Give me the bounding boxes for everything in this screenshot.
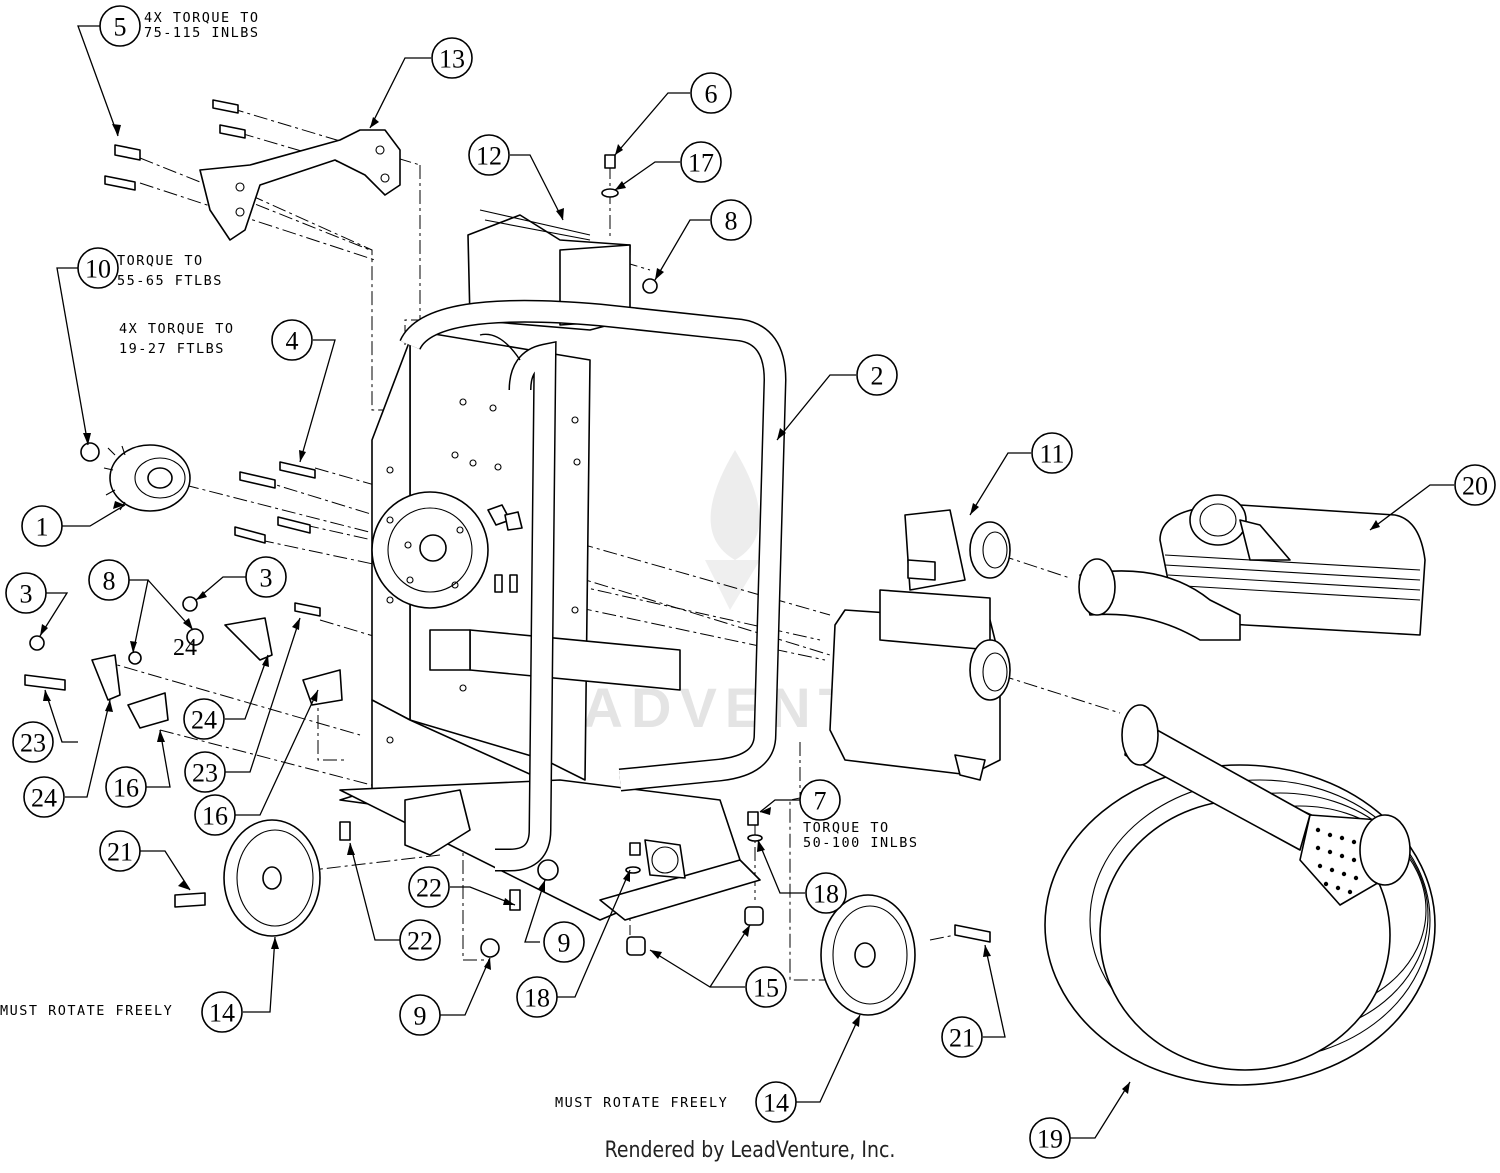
callout-24-small: 24 bbox=[173, 635, 197, 661]
svg-text:23: 23 bbox=[20, 729, 46, 758]
callout-15: 15 bbox=[745, 966, 787, 1008]
callout-7: 7 bbox=[799, 779, 841, 821]
callout-18-right: 18 bbox=[805, 872, 847, 914]
svg-text:14: 14 bbox=[209, 999, 235, 1028]
note-5-line2: 75-115 INLBS bbox=[144, 25, 260, 41]
svg-text:2: 2 bbox=[871, 362, 884, 391]
nuts-and-washers bbox=[29, 188, 764, 958]
callout-21-left: 21 bbox=[99, 830, 141, 872]
callout-17: 17 bbox=[680, 141, 722, 183]
callout-9-mid: 9 bbox=[543, 921, 585, 963]
discharge-hose bbox=[1078, 494, 1426, 641]
render-credit: Rendered by LeadVenture, Inc. bbox=[604, 1138, 896, 1163]
callout-22-low: 22 bbox=[399, 919, 441, 961]
svg-text:16: 16 bbox=[113, 774, 139, 803]
callout-2: 2 bbox=[856, 354, 898, 396]
svg-text:4: 4 bbox=[286, 327, 299, 356]
note-10-line1: TORQUE TO bbox=[117, 253, 204, 269]
callout-14-left: 14 bbox=[201, 991, 243, 1033]
callout-16-right: 16 bbox=[194, 794, 236, 836]
svg-text:18: 18 bbox=[524, 984, 550, 1013]
note-rotate-right: MUST ROTATE FREELY bbox=[555, 1095, 728, 1111]
svg-text:21: 21 bbox=[107, 838, 133, 867]
svg-text:7: 7 bbox=[814, 787, 827, 816]
svg-text:24: 24 bbox=[31, 784, 57, 813]
callout-23-left: 23 bbox=[12, 721, 54, 763]
roll-cage-tube bbox=[399, 299, 787, 872]
svg-text:14: 14 bbox=[763, 1089, 789, 1118]
callout-3-left: 3 bbox=[5, 572, 47, 614]
callout-8-top: 8 bbox=[710, 199, 752, 241]
suction-hose bbox=[1044, 704, 1436, 1086]
callout-11: 11 bbox=[1031, 432, 1073, 474]
svg-text:3: 3 bbox=[260, 564, 273, 593]
svg-text:13: 13 bbox=[439, 45, 465, 74]
drive-pulley bbox=[103, 444, 191, 512]
tie-down-ring bbox=[644, 839, 686, 879]
svg-text:22: 22 bbox=[407, 927, 433, 956]
callout-1: 1 bbox=[21, 505, 63, 547]
svg-text:3: 3 bbox=[20, 580, 33, 609]
callout-4: 4 bbox=[271, 319, 313, 361]
callout-16-left: 16 bbox=[105, 766, 147, 808]
callout-3-right: 3 bbox=[245, 556, 287, 598]
svg-text:19: 19 bbox=[1037, 1125, 1063, 1154]
note-10-line2: 55-65 FTLBS bbox=[117, 273, 223, 289]
leader-lines bbox=[39, 25, 1454, 1139]
water-pump bbox=[829, 509, 1011, 781]
callout-20: 20 bbox=[1454, 464, 1496, 506]
callout-22-mid: 22 bbox=[408, 866, 450, 908]
callout-6: 6 bbox=[690, 72, 732, 114]
note-7-line1: TORQUE TO bbox=[803, 820, 890, 836]
callout-18-left: 18 bbox=[516, 976, 558, 1018]
svg-text:15: 15 bbox=[753, 974, 779, 1003]
note-rotate-left: MUST ROTATE FREELY bbox=[0, 1003, 173, 1019]
svg-text:8: 8 bbox=[725, 207, 738, 236]
svg-text:20: 20 bbox=[1462, 472, 1488, 501]
callout-13: 13 bbox=[431, 37, 473, 79]
svg-text:18: 18 bbox=[813, 880, 839, 909]
callout-24-left: 24 bbox=[23, 776, 65, 818]
bolts bbox=[24, 99, 991, 943]
svg-text:21: 21 bbox=[949, 1024, 975, 1053]
svg-text:8: 8 bbox=[103, 567, 116, 596]
svg-text:10: 10 bbox=[85, 255, 111, 284]
torque-notes: 4X TORQUE TO 75-115 INLBS TORQUE TO 55-6… bbox=[0, 10, 919, 1111]
svg-text:24: 24 bbox=[191, 706, 217, 735]
callout-24-mid: 24 bbox=[183, 698, 225, 740]
svg-text:17: 17 bbox=[688, 149, 714, 178]
svg-text:16: 16 bbox=[202, 802, 228, 831]
note-7-line2: 50-100 INLBS bbox=[803, 835, 919, 851]
svg-text:12: 12 bbox=[476, 142, 502, 171]
carry-handle bbox=[199, 129, 401, 241]
callout-21-right: 21 bbox=[941, 1016, 983, 1058]
callout-12: 12 bbox=[468, 134, 510, 176]
note-4-line1: 4X TORQUE TO bbox=[119, 321, 235, 337]
callout-23-right: 23 bbox=[184, 751, 226, 793]
callout-10: 10 bbox=[77, 247, 119, 289]
note-5-line1: 4X TORQUE TO bbox=[144, 10, 260, 26]
svg-text:5: 5 bbox=[114, 13, 127, 42]
callout-19: 19 bbox=[1029, 1117, 1071, 1159]
wheels bbox=[223, 819, 916, 1016]
callout-9-low: 9 bbox=[399, 994, 441, 1036]
svg-text:23: 23 bbox=[192, 759, 218, 788]
callout-8-left: 8 bbox=[88, 559, 130, 601]
callout-14-right: 14 bbox=[755, 1081, 797, 1123]
callout-5: 5 bbox=[99, 5, 141, 47]
svg-text:9: 9 bbox=[558, 929, 571, 958]
svg-text:11: 11 bbox=[1039, 440, 1064, 469]
svg-text:1: 1 bbox=[36, 513, 49, 542]
svg-text:6: 6 bbox=[705, 80, 718, 109]
note-4-line2: 19-27 FTLBS bbox=[119, 341, 225, 357]
svg-text:24: 24 bbox=[173, 635, 197, 661]
svg-text:22: 22 bbox=[416, 874, 442, 903]
callouts: 5 13 6 12 17 8 10 4 2 11 20 1 3 8 3 24 2… bbox=[5, 5, 1496, 1159]
svg-text:9: 9 bbox=[414, 1002, 427, 1031]
